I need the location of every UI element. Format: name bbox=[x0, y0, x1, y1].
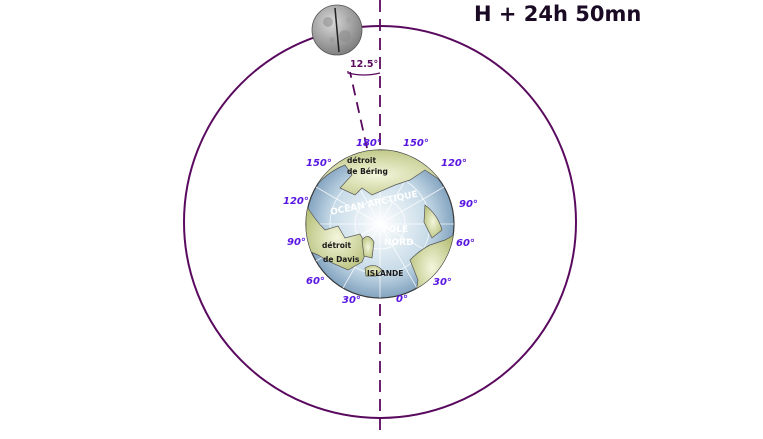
map-label-pole-1: POLE bbox=[382, 225, 408, 235]
map-label-pole-2: NORD bbox=[384, 238, 414, 248]
longitude-label: 30° bbox=[433, 277, 452, 288]
longitude-label: 150° bbox=[306, 158, 332, 169]
map-label-detroit-davis-2: de Davis bbox=[323, 255, 360, 264]
longitude-label: 60° bbox=[306, 276, 325, 287]
map-label-islande: ISLANDE bbox=[367, 269, 403, 278]
longitude-label: 180° bbox=[356, 138, 382, 149]
moon-direction-line bbox=[349, 71, 368, 149]
earth-north-pole-map bbox=[305, 149, 455, 299]
longitude-label: 120° bbox=[441, 158, 467, 169]
longitude-label: 90° bbox=[459, 199, 478, 210]
longitude-label: 0° bbox=[396, 294, 408, 305]
angle-arc bbox=[347, 71, 381, 76]
map-label-detroit-davis-1: détroit bbox=[322, 241, 351, 250]
longitude-label: 60° bbox=[456, 238, 475, 249]
longitude-label: 90° bbox=[287, 237, 306, 248]
angle-label: 12.5° bbox=[350, 59, 378, 70]
map-label-detroit-bering-1: détroit bbox=[347, 156, 376, 165]
longitude-label: 30° bbox=[342, 295, 361, 306]
longitude-label: 120° bbox=[283, 196, 309, 207]
elapsed-time-title: H + 24h 50mn bbox=[474, 2, 642, 26]
moon-icon bbox=[311, 4, 363, 56]
map-label-detroit-bering-2: de Béring bbox=[347, 167, 388, 176]
longitude-label: 150° bbox=[403, 138, 429, 149]
